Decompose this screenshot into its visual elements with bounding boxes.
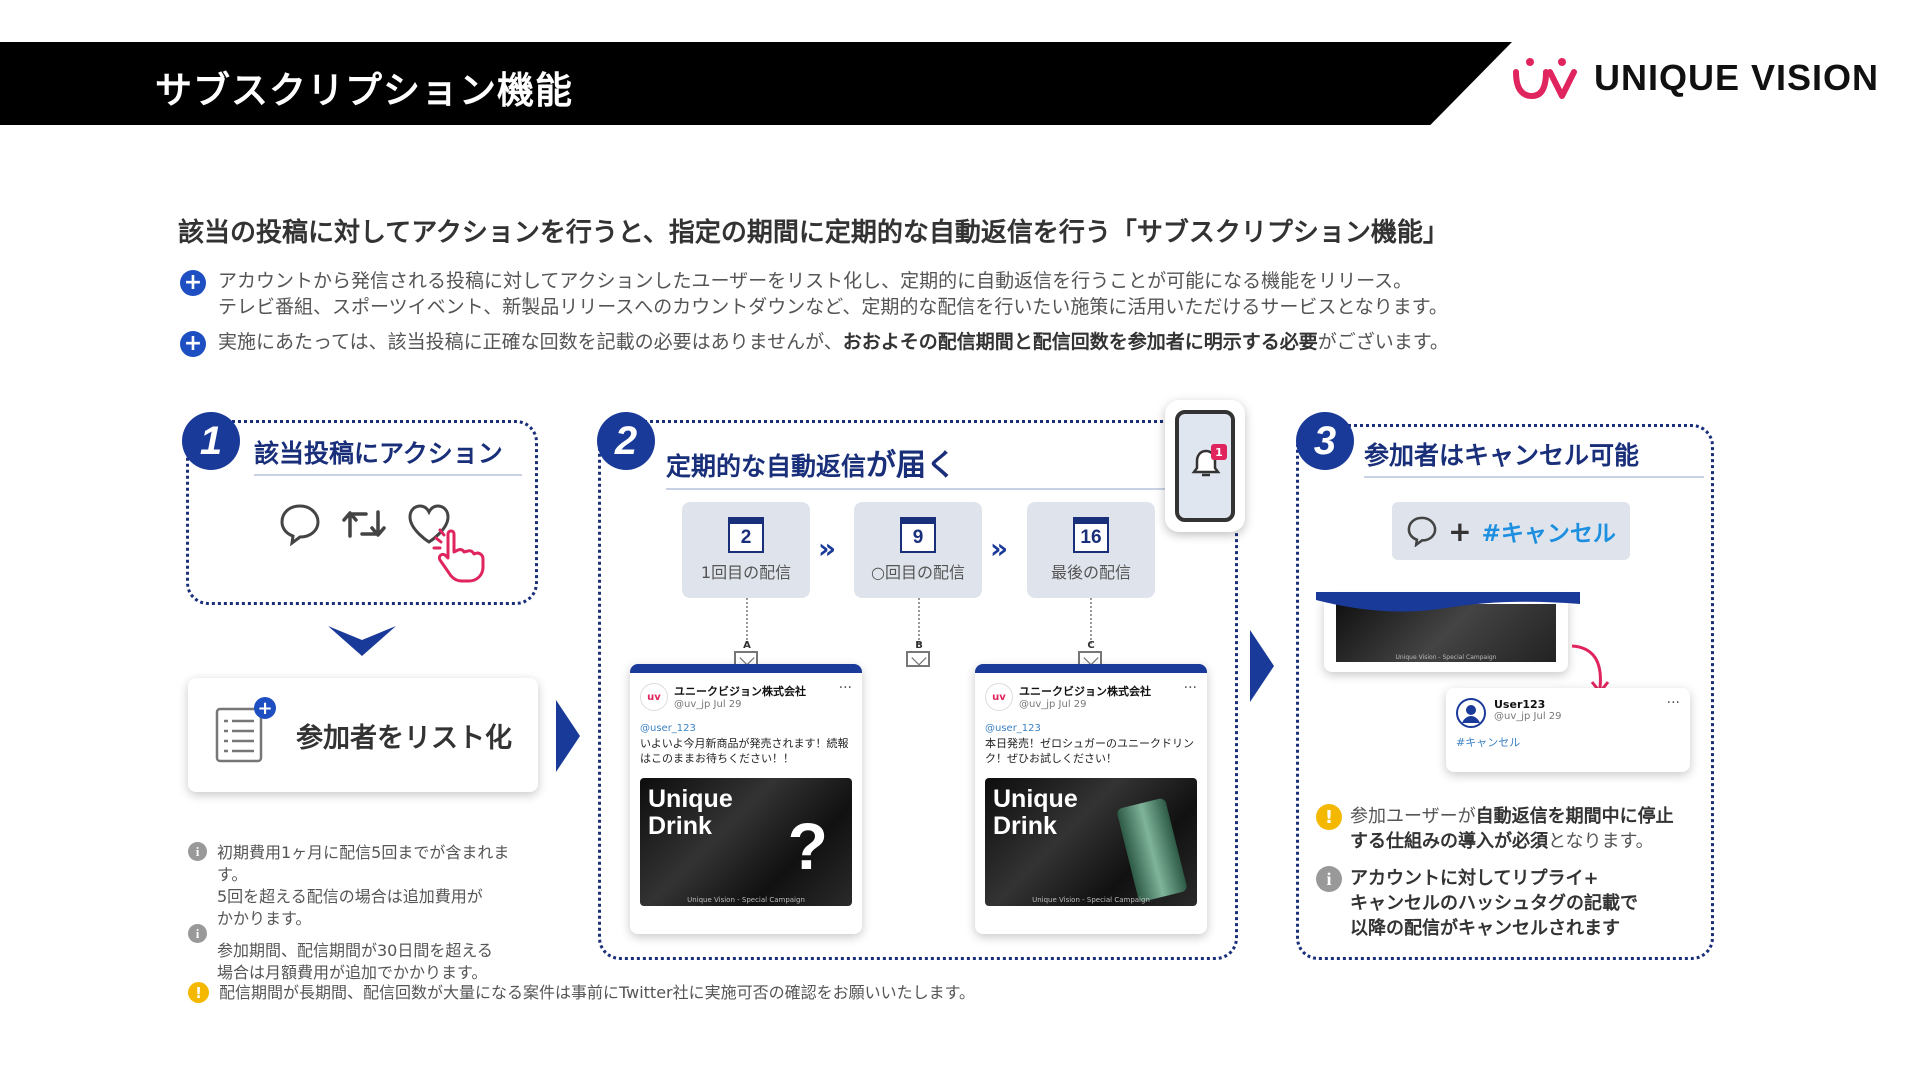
tweet-image: Unique Drink ? Unique Vision - Special C… — [640, 778, 852, 906]
plus-icon: + — [180, 331, 206, 357]
chevron-right-icon: » — [818, 532, 837, 565]
step1-action-icons — [278, 502, 452, 546]
bullet-1-line2: テレビ番組、スポーツイベント、新製品リリースへのカウントダウンなど、定期的な配信… — [218, 296, 1448, 318]
avatar: uv — [985, 683, 1013, 711]
like-icon — [408, 504, 450, 544]
avatar: uv — [640, 683, 668, 711]
bullet-1-line1: アカウントから発信される投稿に対してアクションしたユーザーをリスト化し、定期的に… — [218, 270, 1413, 292]
plus-icon: + — [180, 270, 206, 296]
page-title: サブスクリプション機能 — [155, 69, 573, 112]
more-icon: ··· — [838, 680, 852, 696]
list-icon: + — [214, 697, 276, 767]
uv-logo-icon — [1513, 58, 1577, 100]
flow-arrow-icon — [556, 700, 580, 772]
flow-arrow-icon — [1250, 630, 1274, 702]
step3-number: 3 — [1296, 412, 1354, 470]
info-icon: i — [1316, 866, 1342, 892]
calendar-icon: 2 — [728, 517, 764, 553]
list-card-label: 参加者をリスト化 — [296, 722, 512, 754]
step3-note-1: ! 参加ユーザーが自動返信を期間中に停止する仕組みの導入が必須となります。 — [1316, 804, 1706, 854]
retweet-icon — [342, 510, 386, 538]
step2-number: 2 — [597, 412, 655, 470]
bullet-2-prefix: 実施にあたっては、該当投稿に正確な回数を記載の必要はありませんが、 — [218, 331, 843, 353]
bullet-2-suffix: がございます。 — [1317, 331, 1449, 353]
cancel-hashtag: #キャンセル — [1481, 521, 1616, 547]
reply-icon — [1407, 516, 1437, 547]
schedule-item-1: 2 1回目の配信 — [682, 502, 810, 598]
warning-icon: ! — [1316, 804, 1342, 830]
more-icon: ··· — [1666, 695, 1680, 711]
pointer-hand-icon — [432, 528, 485, 583]
tweet-image: Unique Drink Unique Vision - Special Cam… — [985, 778, 1197, 906]
brand-logo: UNIQUE VISION — [1510, 56, 1879, 100]
calendar-icon: 16 — [1073, 517, 1109, 553]
calendar-icon: 9 — [900, 517, 936, 553]
phone-notification-icon: 1 — [1165, 400, 1245, 532]
step1-title: 該当投稿にアクション — [254, 434, 522, 476]
user-avatar-icon — [1456, 698, 1486, 728]
question-mark: ? — [787, 809, 828, 883]
footnote-2: i 参加期間、配信期間が30日間を超える場合は月額費用が追加でかかります。 — [188, 924, 548, 984]
step2-title: 定期的な自動返信が届く — [666, 440, 1166, 490]
bullet-2-bold: おおよその配信期間と配信回数を参加者に明示する必要 — [842, 331, 1318, 353]
chevron-right-icon: » — [990, 532, 1009, 565]
notification-badge: 1 — [1211, 444, 1227, 460]
step1-number: 1 — [182, 412, 240, 470]
footnote-warning: ! 配信期間が長期間、配信回数が大量になる案件は事前にTwitter社に実施可否… — [188, 982, 975, 1004]
mail-icon-b: B — [906, 640, 932, 667]
footnote-1: i 初期費用1ヶ月に配信5回までが含まれます。5回を超える配信の場合は追加費用が… — [188, 842, 548, 930]
step3-title: 参加者はキャンセル可能 — [1364, 436, 1704, 478]
more-icon: ··· — [1183, 680, 1197, 696]
step2-box — [598, 420, 1238, 960]
info-icon: i — [188, 924, 207, 943]
reply-icon — [280, 504, 320, 546]
tweet-card-1: uv ユニークビジョン株式会社@uv_jp Jul 29 ··· @user_1… — [630, 664, 862, 934]
mail-icon-c: C — [1078, 640, 1104, 667]
cancel-reply-card: User123@uv_jp Jul 29 ··· #キャンセル — [1446, 688, 1690, 772]
info-icon: i — [188, 842, 207, 861]
drink-can-image — [1116, 797, 1188, 903]
step3-box — [1296, 424, 1714, 960]
warning-icon: ! — [188, 982, 209, 1003]
step3-note-2: i アカウントに対してリプライ+キャンセルのハッシュタグの記載で以降の配信がキャ… — [1316, 866, 1706, 941]
tweet-card-2: uv ユニークビジョン株式会社@uv_jp Jul 29 ··· @user_1… — [975, 664, 1207, 934]
headline: 該当の投稿に対してアクションを行うと、指定の期間に定期的な自動返信を行う「サブス… — [178, 218, 1449, 248]
chevron-down-icon — [328, 626, 396, 656]
list-card: + 参加者をリスト化 — [188, 678, 538, 792]
schedule-item-3: 16 最後の配信 — [1027, 502, 1155, 598]
step1-box — [186, 420, 538, 605]
bullet-1: + アカウントから発信される投稿に対してアクションしたユーザーをリスト化し、定期… — [180, 268, 1448, 320]
logo-text: UNIQUE VISION — [1594, 57, 1880, 98]
wave-decoration — [1316, 592, 1580, 612]
plus-badge-icon: + — [254, 697, 276, 719]
title-banner — [0, 42, 1512, 125]
schedule-item-2: 9 ○回目の配信 — [854, 502, 982, 598]
cancel-reply-example: + #キャンセル — [1392, 502, 1630, 560]
bullet-2: + 実施にあたっては、該当投稿に正確な回数を記載の必要はありませんが、おおよその… — [180, 329, 1449, 357]
mail-icon-a: A — [734, 640, 760, 667]
